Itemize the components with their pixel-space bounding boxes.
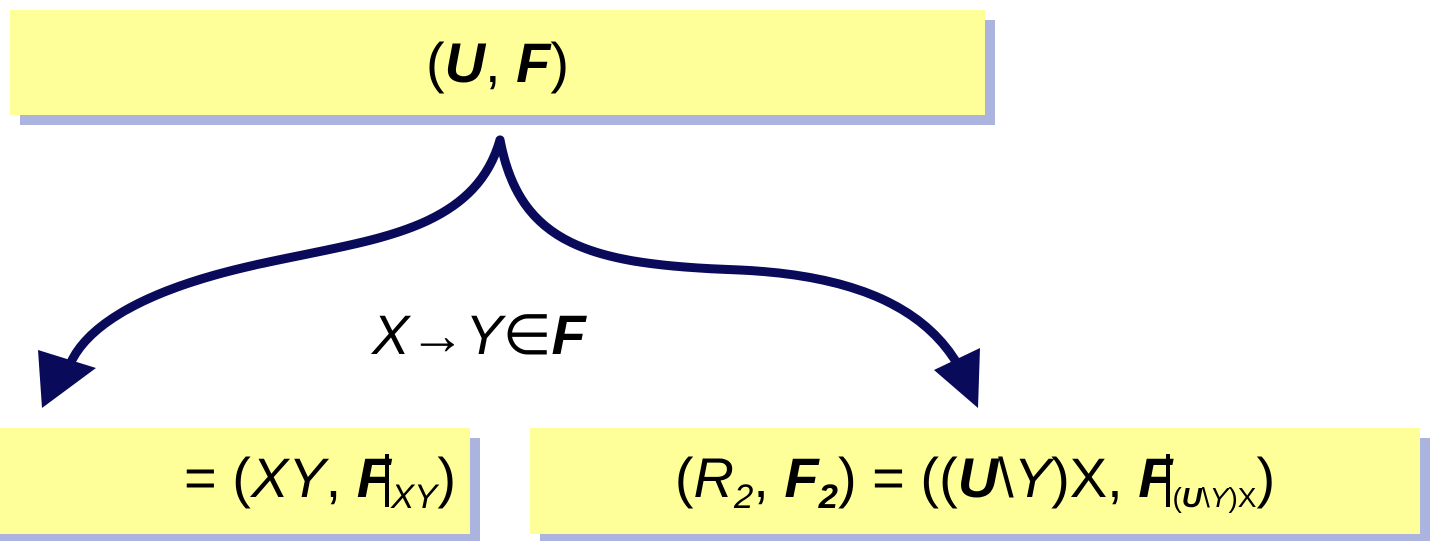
equals-paren: = (	[184, 445, 251, 509]
paren: )	[437, 445, 456, 509]
paren: (	[674, 445, 694, 509]
paren: (	[425, 31, 445, 94]
root-node-box: (U, F)	[10, 10, 985, 115]
symbol-U: U	[957, 445, 999, 509]
comma: ,	[485, 31, 517, 94]
comma: ,	[325, 445, 357, 509]
element-of-symbol: ∈	[502, 303, 552, 366]
left-branch-arrow	[67, 135, 505, 365]
symbol-U: U	[444, 31, 486, 94]
left-arrowhead	[38, 350, 96, 408]
paren: )	[1256, 445, 1276, 509]
comma: ,	[753, 445, 785, 509]
subscript-2: 2	[733, 478, 754, 517]
right-child-label: (R2, F2) = ((U\Y)X, F(U\Y)X)	[675, 445, 1275, 517]
symbol-U: U	[1181, 481, 1202, 513]
symbol-Y: Y	[465, 303, 503, 366]
restriction-subscript: XY	[391, 478, 438, 517]
left-child-label: = (XY, FXY)	[184, 445, 456, 517]
right-branch-arrow	[495, 135, 960, 365]
symbol-X: X	[372, 303, 410, 366]
symbol-F: F	[784, 445, 819, 509]
restriction-bar	[385, 453, 390, 508]
symbol-Y: Y	[1013, 445, 1052, 509]
symbol-R: R	[693, 445, 734, 509]
set-minus: \	[1202, 481, 1210, 513]
right-child-box: (R2, F2) = ((U\Y)X, F(U\Y)X)	[530, 428, 1420, 534]
restriction-subscript: (U\Y)X	[1172, 482, 1256, 513]
right-arrowhead	[934, 348, 980, 408]
set-minus: \	[998, 445, 1014, 509]
paren-X-comma: )X,	[1051, 445, 1139, 509]
paren-X: )X	[1228, 481, 1257, 513]
paren: (	[1172, 481, 1182, 513]
edge-label: X→Y∈F	[372, 302, 586, 368]
left-child-box: = (XY, FXY)	[0, 428, 470, 534]
equals-parens: ) = ((	[837, 445, 958, 509]
symbol-F: F	[551, 303, 586, 366]
restriction-bar	[1166, 453, 1171, 508]
symbol-Y: Y	[1209, 481, 1229, 513]
paren: )	[550, 31, 570, 94]
root-node-label: (U, F)	[426, 30, 569, 95]
symbol-F: F	[516, 31, 551, 94]
symbol-XY: XY	[250, 445, 326, 509]
implies-arrow: →	[409, 303, 466, 366]
subscript-2: 2	[818, 478, 838, 517]
